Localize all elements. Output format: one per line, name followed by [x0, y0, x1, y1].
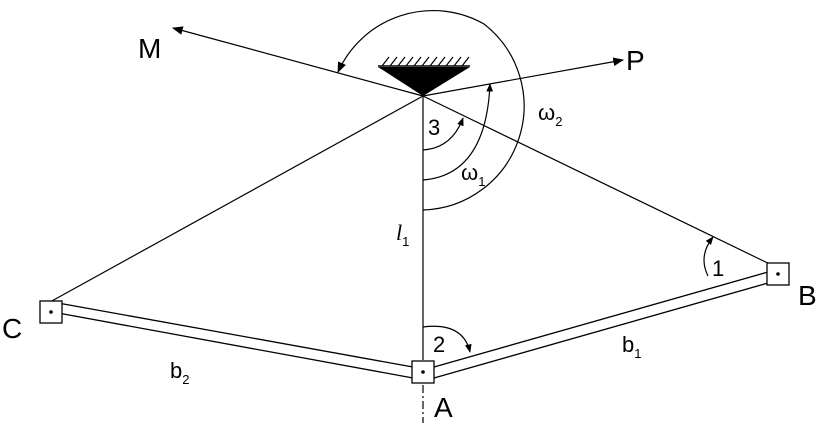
label-l1: l1	[396, 220, 409, 249]
label-omega-2: ω2	[538, 100, 562, 129]
line-to-c	[49, 95, 424, 303]
angle-3-arc	[422, 117, 464, 151]
label-omega-1: ω1	[461, 160, 485, 189]
label-c: C	[2, 313, 22, 344]
omega-1-arc	[422, 83, 494, 181]
bar-b2	[57, 302, 414, 379]
label-m: M	[138, 33, 161, 64]
label-b: B	[798, 280, 817, 311]
label-angle-3: 3	[428, 115, 440, 140]
angle-1-arc	[703, 236, 714, 277]
fixed-support	[378, 56, 470, 96]
bar-b1	[433, 271, 769, 379]
label-p: P	[626, 45, 645, 76]
label-angle-2: 2	[433, 332, 445, 357]
label-a: A	[434, 392, 453, 423]
joint-a	[411, 360, 435, 384]
label-b1: b1	[622, 332, 641, 361]
angle-2-arc	[422, 325, 472, 353]
label-angle-1: 1	[712, 256, 724, 281]
joint-b	[766, 262, 790, 286]
line-to-b	[422, 95, 779, 269]
label-b2: b2	[170, 358, 189, 387]
joint-c	[39, 300, 63, 324]
omega-2-arc	[337, 10, 525, 211]
vector-p-line	[422, 57, 625, 97]
vector-m-line	[171, 26, 424, 97]
